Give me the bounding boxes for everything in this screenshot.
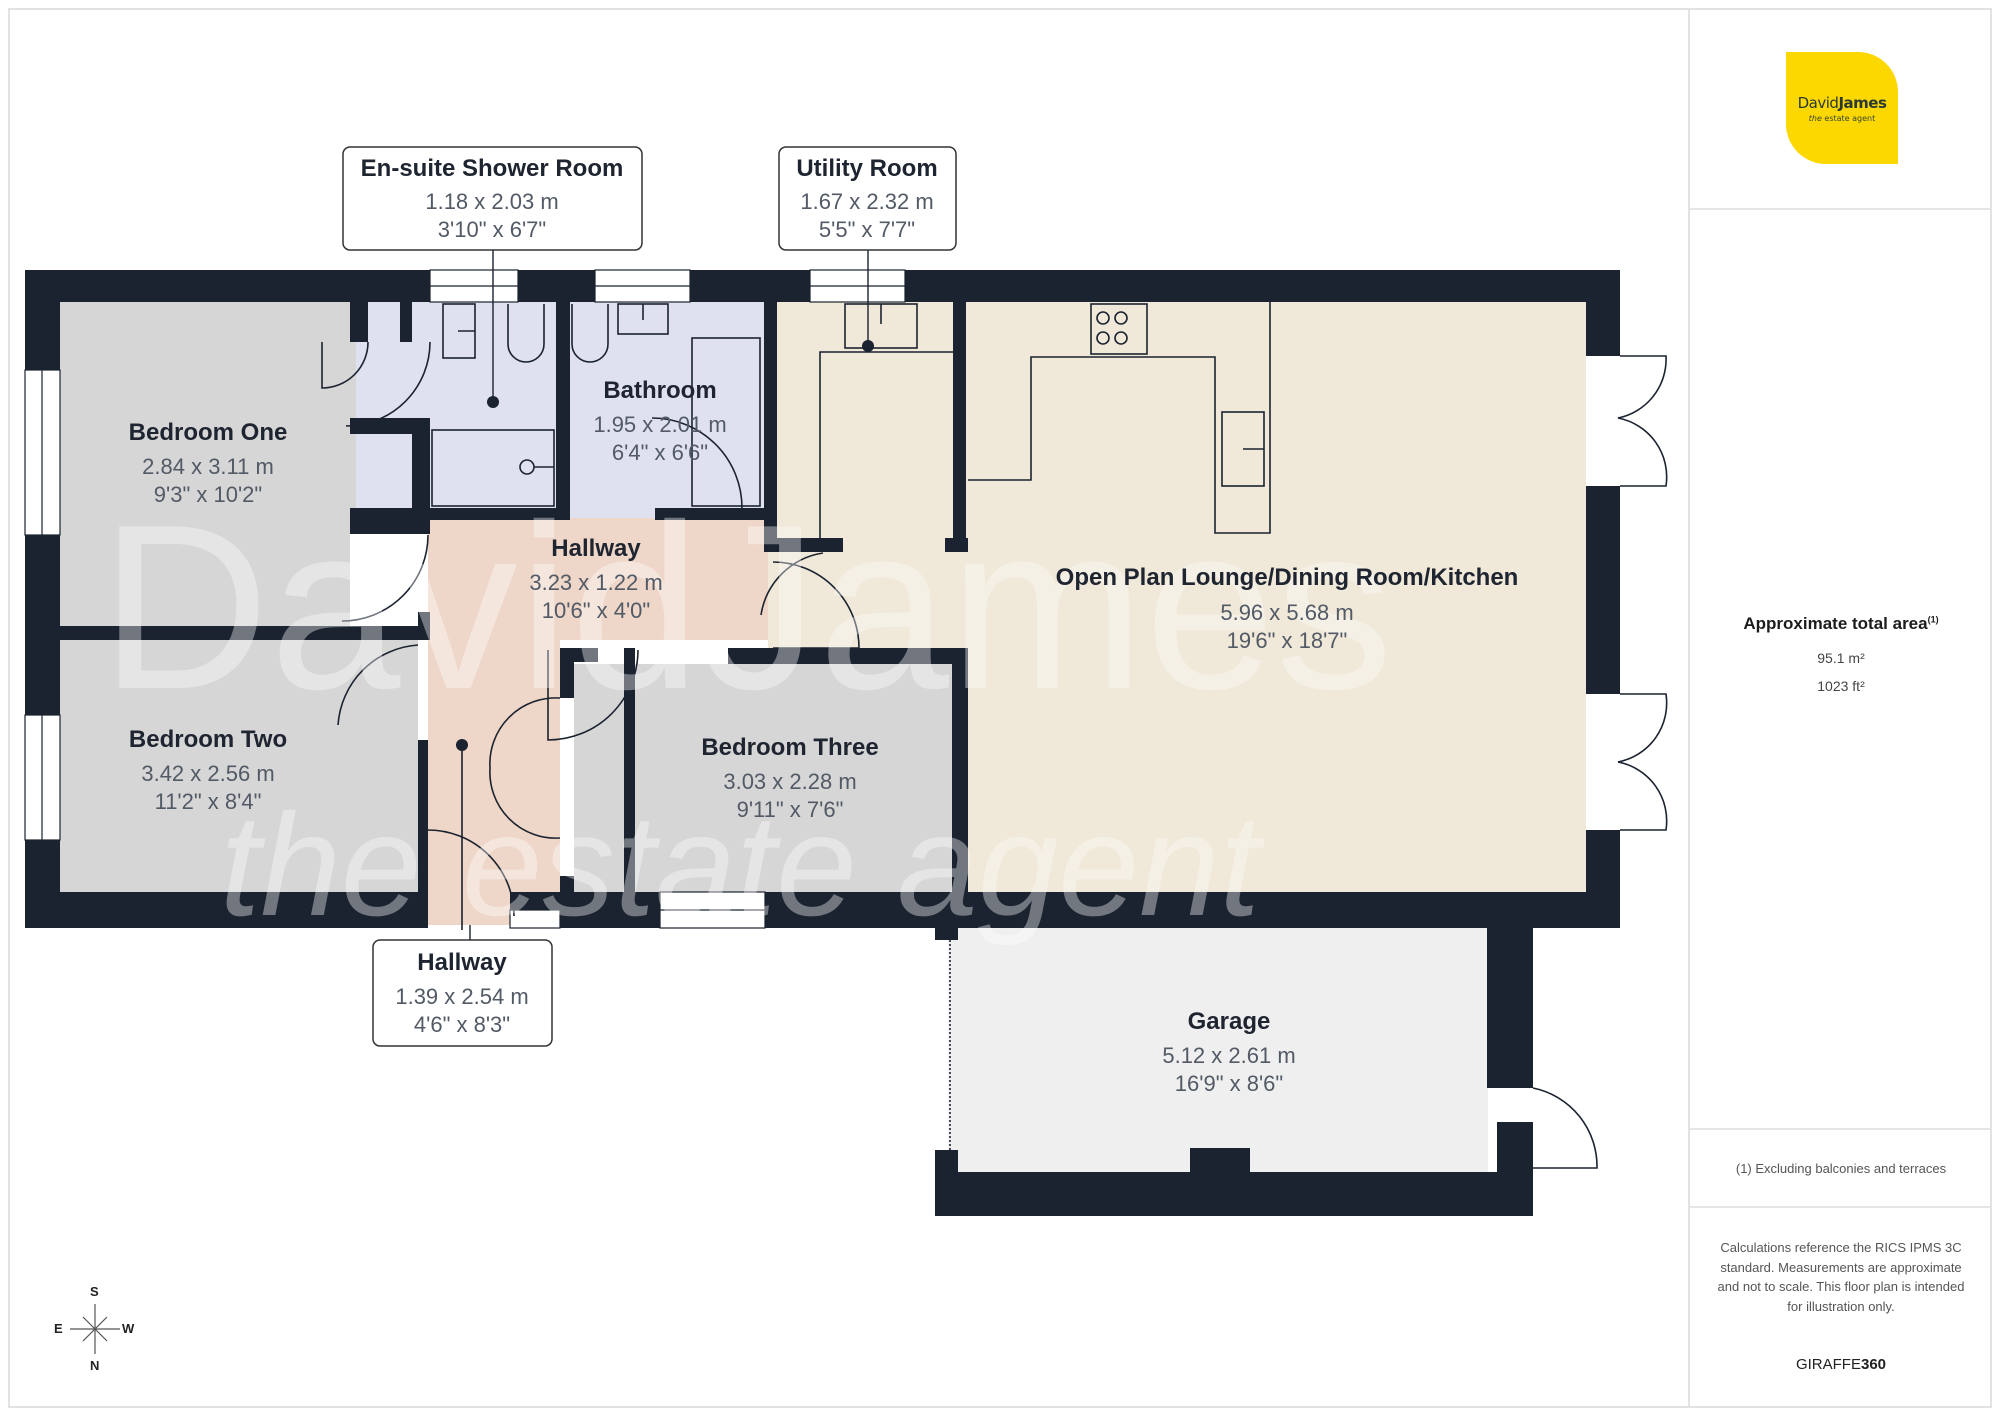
svg-text:3.42 x 2.56 m: 3.42 x 2.56 m: [141, 761, 274, 786]
svg-text:Bedroom One: Bedroom One: [129, 419, 288, 446]
garage-floor: [948, 928, 1488, 1173]
compass-left-label: E: [54, 1321, 63, 1336]
watermark-line1: DavidJames: [100, 475, 1393, 738]
compass-right-label: W: [122, 1321, 135, 1336]
room-hallway-main: Hallway 3.23 x 1.22 m 10'6" x 4'0": [529, 535, 662, 623]
open-plan-extension: [768, 538, 968, 643]
disclaimer-text: Calculations reference the RICS IPMS 3C …: [1717, 1240, 1965, 1314]
svg-text:1.18 x 2.03 m: 1.18 x 2.03 m: [425, 189, 558, 214]
utility-pointer-dot: [862, 340, 874, 352]
room-bathroom: Bathroom 1.95 x 2.01 m 6'4" x 6'6": [593, 377, 726, 465]
compass-rose: S E W N: [50, 1284, 140, 1374]
area-title: Approximate total area(1): [1743, 614, 1939, 633]
footnote-section: (1) Excluding balconies and terraces: [1690, 1130, 1992, 1208]
disclaimer-section: Calculations reference the RICS IPMS 3C …: [1690, 1208, 1992, 1406]
bedroom-two-floor: [60, 640, 418, 892]
bedroom-three-floor: [635, 664, 952, 892]
svg-text:5.12 x 2.61 m: 5.12 x 2.61 m: [1162, 1043, 1295, 1068]
walls: [25, 270, 1620, 1216]
svg-text:3'10" x 6'7": 3'10" x 6'7": [438, 217, 546, 242]
callout-utility: Utility Room 1.67 x 2.32 m 5'5" x 7'7": [778, 146, 957, 251]
svg-text:1.39 x 2.54 m: 1.39 x 2.54 m: [395, 984, 528, 1009]
hallway-entry-floor: [428, 640, 560, 925]
svg-text:Bedroom Two: Bedroom Two: [129, 726, 287, 753]
room-bedroom-one: Bedroom One 2.84 x 3.11 m 9'3" x 10'2": [129, 419, 288, 507]
label-pointers: [469, 250, 869, 940]
floor-plan: DavidJames the estate agent Bedroom One …: [24, 146, 1668, 1374]
ensuite-floor: [356, 302, 556, 508]
svg-text:4'6" x 8'3": 4'6" x 8'3": [414, 1012, 510, 1037]
svg-text:Bathroom: Bathroom: [603, 377, 716, 404]
svg-text:Hallway: Hallway: [551, 535, 641, 562]
svg-text:11'2" x 8'4": 11'2" x 8'4": [155, 789, 262, 814]
svg-text:Garage: Garage: [1188, 1008, 1271, 1035]
compass-bottom-label: N: [90, 1358, 100, 1373]
compass-icon: [70, 1304, 120, 1354]
svg-text:10'6" x 4'0": 10'6" x 4'0": [542, 598, 650, 623]
svg-text:5.96 x 5.68 m: 5.96 x 5.68 m: [1220, 600, 1353, 625]
page-frame: [8, 8, 1992, 1408]
svg-text:16'9" x 8'6": 16'9" x 8'6": [1175, 1071, 1283, 1096]
area-imperial: 1023 ft²: [1817, 678, 1865, 694]
ensuite-pointer-dot: [487, 396, 499, 408]
logo-section: DavidJames the estate agent: [1690, 8, 1992, 210]
room-bedroom-three: Bedroom Three 3.03 x 2.28 m 9'11" x 7'6": [701, 734, 878, 822]
room-open-plan: Open Plan Lounge/Dining Room/Kitchen 5.9…: [1056, 564, 1519, 653]
svg-text:19'6" x 18'7": 19'6" x 18'7": [1227, 628, 1348, 653]
brand-tagline: the estate agent: [1808, 113, 1876, 123]
svg-text:3.23 x 1.22 m: 3.23 x 1.22 m: [529, 570, 662, 595]
info-sidebar: DavidJames the estate agent Approximate …: [1688, 8, 1992, 1408]
svg-text:Utility Room: Utility Room: [796, 155, 937, 182]
hallway-main-floor: [428, 518, 768, 640]
room-garage: Garage 5.12 x 2.61 m 16'9" x 8'6": [1162, 1008, 1295, 1096]
area-metric: 95.1 m²: [1817, 650, 1865, 666]
callout-ensuite: En-suite Shower Room 1.18 x 2.03 m 3'10"…: [342, 146, 643, 251]
giraffe360-credit: GIRAFFE360: [1795, 1356, 1887, 1373]
callout-hallway-entry: Hallway 1.39 x 2.54 m 4'6" x 8'3": [372, 939, 553, 1047]
windows: [24, 269, 906, 929]
hallway-pointer-dot: [456, 739, 468, 751]
footnote-text: (1) Excluding balconies and terraces: [1735, 1160, 1947, 1176]
compass-top-label: S: [90, 1284, 99, 1299]
area-section: Approximate total area(1) 95.1 m² 1023 f…: [1690, 210, 1992, 1130]
bedroom-one-floor: [60, 302, 350, 628]
svg-text:En-suite Shower Room: En-suite Shower Room: [361, 155, 624, 182]
room-bedroom-two: Bedroom Two 3.42 x 2.56 m 11'2" x 8'4": [129, 726, 287, 814]
watermark-line2: the estate agent: [220, 784, 1266, 946]
svg-text:Bedroom Three: Bedroom Three: [701, 734, 878, 761]
svg-text:Open Plan Lounge/Dining Room/K: Open Plan Lounge/Dining Room/Kitchen: [1056, 564, 1519, 591]
brand-name: DavidJames: [1797, 93, 1887, 112]
svg-text:1.95 x 2.01 m: 1.95 x 2.01 m: [593, 412, 726, 437]
fixtures: [321, 302, 1668, 1169]
svg-text:9'11" x 7'6": 9'11" x 7'6": [737, 797, 844, 822]
brand-logo: DavidJames the estate agent: [1786, 52, 1898, 164]
svg-text:5'5" x 7'7": 5'5" x 7'7": [819, 217, 915, 242]
svg-text:2.84 x 3.11 m: 2.84 x 3.11 m: [142, 454, 274, 479]
svg-text:1.67 x 2.32 m: 1.67 x 2.32 m: [800, 189, 933, 214]
cupboard-floor: [574, 664, 624, 892]
svg-text:3.03 x 2.28 m: 3.03 x 2.28 m: [723, 769, 856, 794]
svg-text:6'4" x 6'6": 6'4" x 6'6": [612, 440, 708, 465]
svg-text:Hallway: Hallway: [417, 949, 507, 976]
svg-text:9'3" x 10'2": 9'3" x 10'2": [154, 482, 262, 507]
